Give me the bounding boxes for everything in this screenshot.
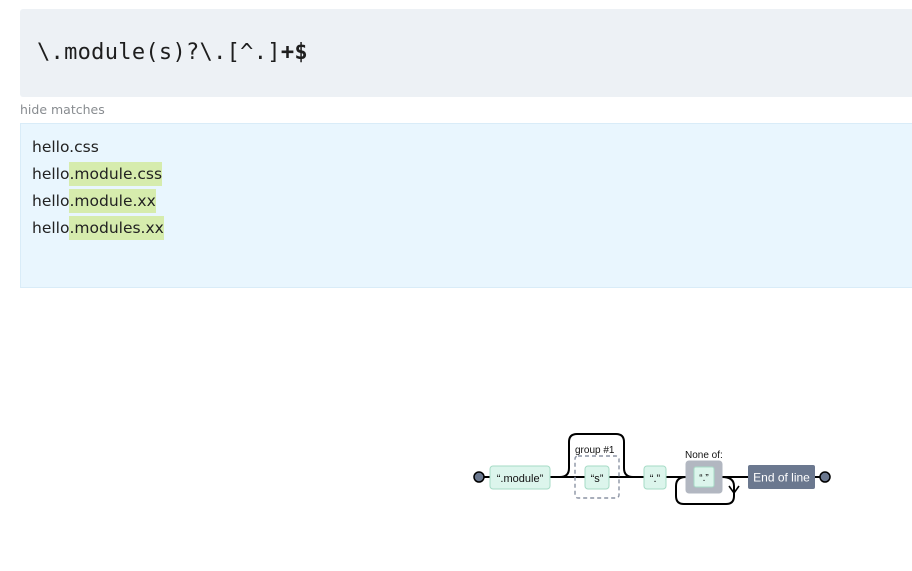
literal-s-box: [584, 465, 610, 490]
end-of-line-label: End of line: [753, 471, 810, 485]
charset-item-label: “.”: [699, 473, 708, 484]
regex-bold-part: +$: [280, 39, 308, 65]
match-line-text: hello: [32, 165, 70, 183]
start-node-icon: [473, 471, 485, 483]
match-line: hello.module.css: [32, 161, 912, 188]
match-line: hello.module.xx: [32, 188, 912, 215]
literal-dot-label: “.”: [650, 473, 661, 485]
literal-module-label: “.module”: [497, 473, 544, 485]
repeat-arrow-icon: [728, 485, 740, 495]
hide-matches-link[interactable]: hide matches: [20, 102, 105, 117]
group-label: group #1: [575, 445, 615, 456]
end-node-icon: [819, 471, 831, 483]
path-optional-bypass: [559, 433, 634, 478]
matches-panel[interactable]: hello.css hello.module.css hello.module.…: [20, 123, 912, 288]
literal-module-box: [489, 465, 551, 490]
none-of-label: None of:: [685, 450, 723, 461]
diagram-paths: [484, 433, 820, 505]
group-box: [574, 455, 620, 499]
end-of-line-box: [748, 465, 815, 489]
match-line-text: hello.css: [32, 138, 99, 156]
match-line-text: hello: [32, 192, 70, 210]
charset-box: [685, 460, 723, 494]
match-highlight: .modules.xx: [69, 216, 164, 240]
regex-main-part: \.module(s)?\.[^.]: [37, 39, 281, 65]
literal-s-label: “s”: [591, 473, 604, 485]
match-highlight: .module.xx: [69, 189, 156, 213]
charset-item-box: [693, 466, 715, 488]
literal-dot-box: [643, 465, 667, 490]
regex-input-box[interactable]: \.module(s)?\.[^.]+$: [20, 9, 912, 97]
match-line-text: hello: [32, 219, 70, 237]
path-repeat-loop: [675, 476, 735, 505]
match-line: hello.css: [32, 134, 912, 161]
match-highlight: .module.css: [69, 162, 163, 186]
regex-expression[interactable]: \.module(s)?\.[^.]+$: [37, 40, 308, 65]
match-line: hello.modules.xx: [32, 215, 912, 242]
